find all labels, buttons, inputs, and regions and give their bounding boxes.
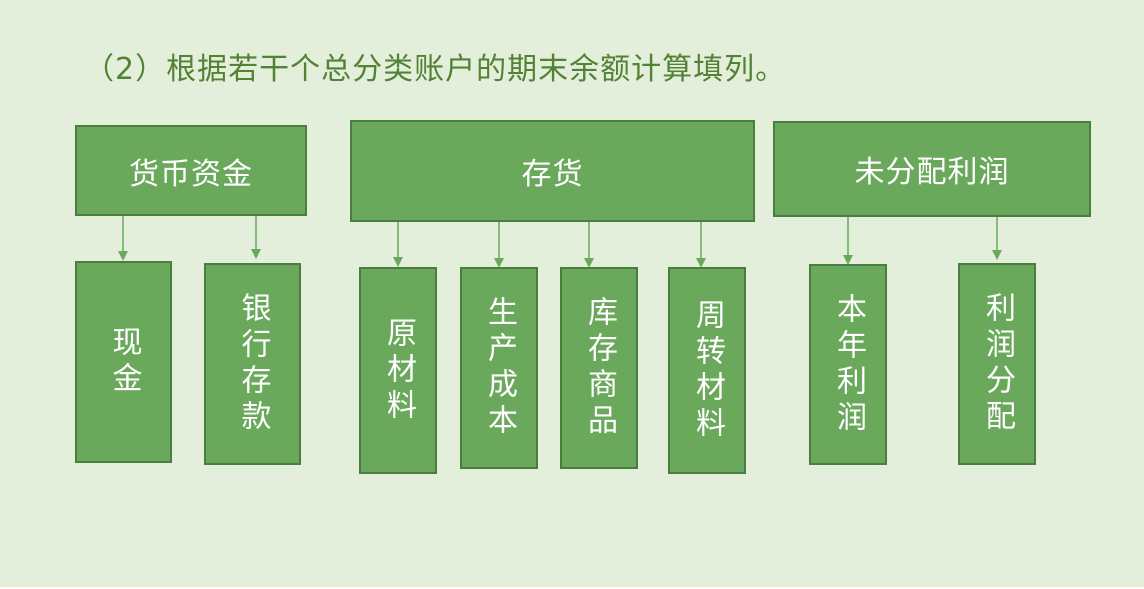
node-label: 未分配利润	[854, 155, 1010, 190]
node-label: 库存商品	[582, 296, 617, 440]
node-current-year-profit: 本年利润	[809, 264, 887, 465]
node-production-cost: 生产成本	[460, 267, 538, 469]
node-cash: 现金	[75, 261, 172, 463]
node-label: 现金	[106, 326, 142, 398]
node-turnover-materials: 周转材料	[668, 267, 746, 474]
node-monetary-funds: 货币资金	[75, 125, 307, 216]
node-label: 原材料	[381, 316, 416, 425]
node-profit-distribution: 利润分配	[958, 263, 1036, 465]
node-bank-deposit: 银行存款	[204, 263, 301, 465]
node-inventory: 存货	[350, 120, 755, 222]
bottom-strip	[0, 587, 1144, 589]
node-label: 生产成本	[482, 296, 517, 440]
node-label: 本年利润	[831, 292, 866, 437]
node-label: 货币资金	[129, 156, 253, 192]
node-label: 存货	[521, 157, 584, 192]
node-label: 周转材料	[690, 298, 725, 443]
node-label: 利润分配	[980, 292, 1015, 436]
node-label: 银行存款	[235, 292, 271, 436]
node-raw-materials: 原材料	[359, 267, 437, 474]
node-undistributed-profit: 未分配利润	[773, 121, 1091, 217]
node-stock-goods: 库存商品	[560, 267, 638, 469]
page-title: （2）根据若干个总分类账户的期末余额计算填列。	[84, 52, 787, 87]
